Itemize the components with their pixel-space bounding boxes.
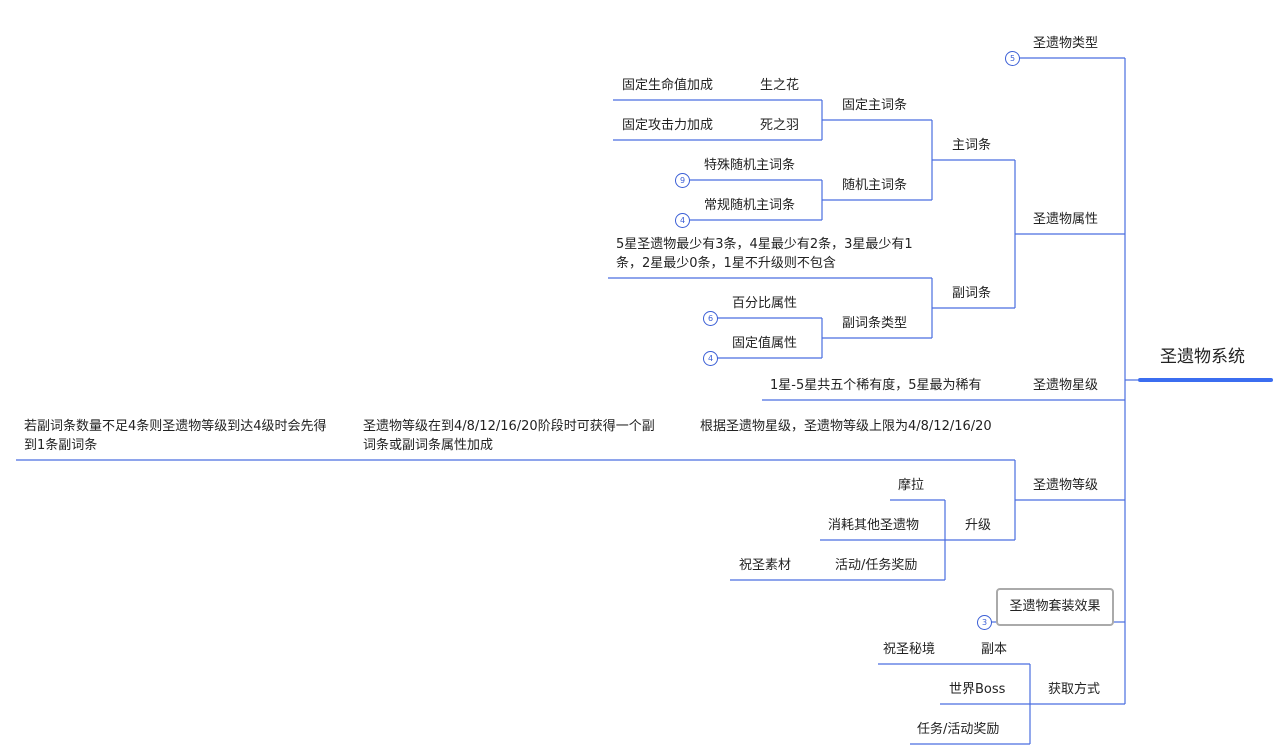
node-mora[interactable]: 摩拉 xyxy=(898,478,925,493)
node-artifact-set-bonus[interactable]: 圣遗物套装效果 xyxy=(996,588,1114,626)
node-normal-random-main[interactable]: 常规随机主词条 xyxy=(704,198,796,213)
node-artifact-set-bonus-label: 圣遗物套装效果 xyxy=(1009,599,1101,614)
node-upgrade[interactable]: 升级 xyxy=(965,518,992,533)
node-obtain-methods[interactable]: 获取方式 xyxy=(1048,682,1101,697)
note-fixed-hp[interactable]: 固定生命值加成 xyxy=(622,78,714,93)
collapsed-count-badge[interactable]: 4 xyxy=(703,351,718,366)
node-sub-stat-types[interactable]: 副词条类型 xyxy=(842,316,908,331)
node-fixed-main-stat[interactable]: 固定主词条 xyxy=(842,98,908,113)
collapsed-count-badge[interactable]: 6 xyxy=(703,311,718,326)
node-random-main-stat[interactable]: 随机主词条 xyxy=(842,178,908,193)
node-event-rewards[interactable]: 活动/任务奖励 xyxy=(835,558,918,573)
root-underline-bar xyxy=(1138,378,1273,382)
node-quest-rewards[interactable]: 任务/活动奖励 xyxy=(917,722,1000,737)
collapsed-count-badge[interactable]: 4 xyxy=(675,213,690,228)
node-main-stat[interactable]: 主词条 xyxy=(952,138,992,153)
node-flower-of-life[interactable]: 生之花 xyxy=(760,78,800,93)
node-domain[interactable]: 副本 xyxy=(981,642,1008,657)
node-special-random-main[interactable]: 特殊随机主词条 xyxy=(704,158,796,173)
note-level-substat-shortage[interactable]: 若副词条数量不足4条则圣遗物等级到达4级时会先得到1条副词条 xyxy=(24,419,327,453)
node-world-boss[interactable]: 世界Boss xyxy=(949,682,1006,697)
root-node-label[interactable]: 圣遗物系统 xyxy=(1160,347,1245,367)
note-sub-stat-count[interactable]: 5星圣遗物最少有3条，4星最少有2条，3星最少有1条，2星最少0条，1星不升级则… xyxy=(616,237,913,271)
node-flat-attr[interactable]: 固定值属性 xyxy=(732,336,798,351)
collapsed-count-badge[interactable]: 9 xyxy=(675,173,690,188)
node-artifact-level[interactable]: 圣遗物等级 xyxy=(1033,478,1099,493)
note-level-substat-gain[interactable]: 圣遗物等级在到4/8/12/16/20阶段时可获得一个副词条或副词条属性加成 xyxy=(363,419,655,453)
node-artifact-type[interactable]: 圣遗物类型 xyxy=(1033,36,1099,51)
node-artifact-rarity[interactable]: 圣遗物星级 xyxy=(1033,378,1099,393)
node-percent-attr[interactable]: 百分比属性 xyxy=(732,296,798,311)
note-fixed-atk[interactable]: 固定攻击力加成 xyxy=(622,118,714,133)
node-sub-stat[interactable]: 副词条 xyxy=(952,286,992,301)
node-sanctifying-material[interactable]: 祝圣素材 xyxy=(739,558,792,573)
node-plume-of-death[interactable]: 死之羽 xyxy=(760,118,800,133)
node-blessing-domain[interactable]: 祝圣秘境 xyxy=(883,642,936,657)
collapsed-count-badge[interactable]: 5 xyxy=(1005,51,1020,66)
note-level-cap[interactable]: 根据圣遗物星级，圣遗物等级上限为4/8/12/16/20 xyxy=(700,419,992,434)
node-artifact-attributes[interactable]: 圣遗物属性 xyxy=(1033,212,1099,227)
collapsed-count-badge[interactable]: 3 xyxy=(977,615,992,630)
note-rarity[interactable]: 1星-5星共五个稀有度，5星最为稀有 xyxy=(770,378,982,393)
node-consume-artifacts[interactable]: 消耗其他圣遗物 xyxy=(828,518,920,533)
